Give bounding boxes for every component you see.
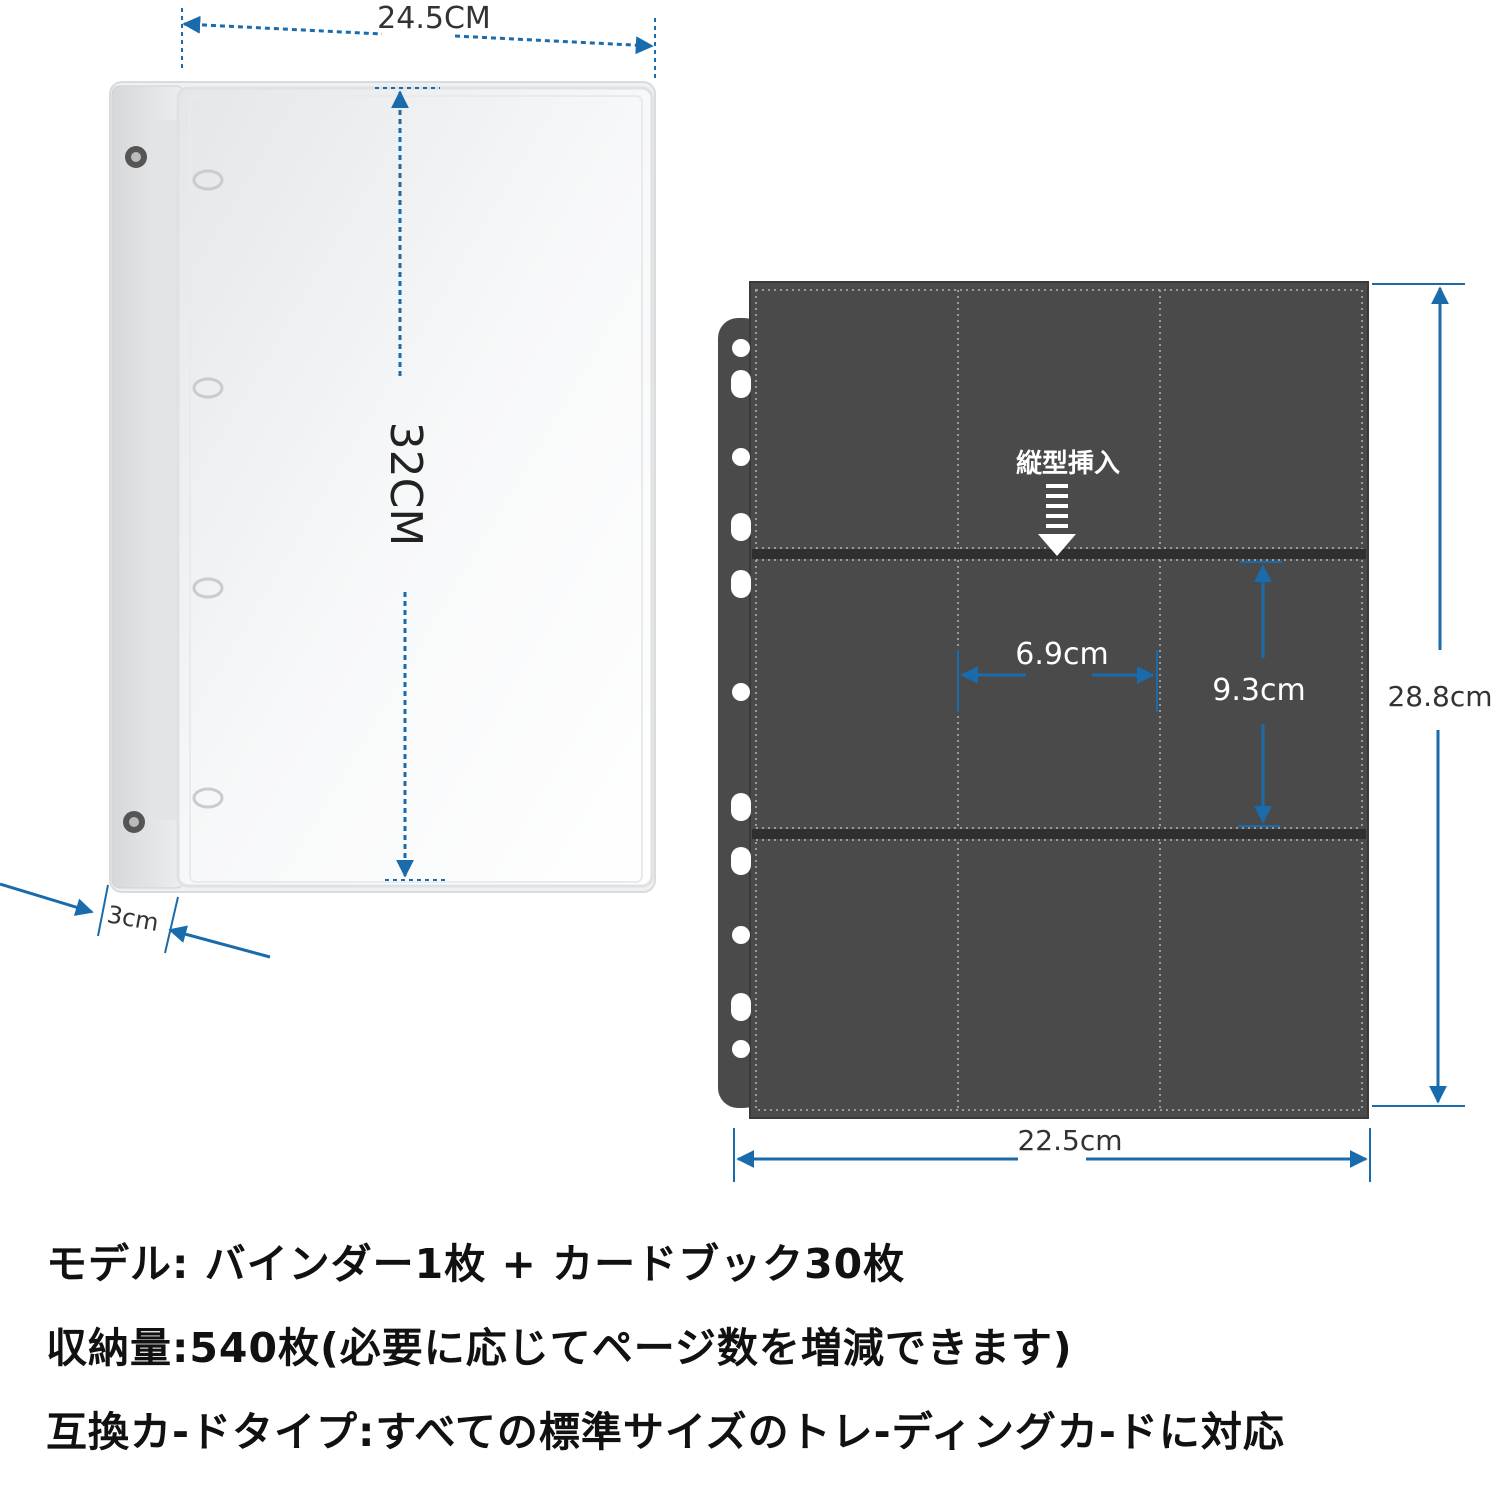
pocket-height-dimension xyxy=(1238,561,1282,827)
row-divider xyxy=(752,829,1366,839)
binder-rings xyxy=(192,169,224,809)
sheet-height-dimension xyxy=(1372,283,1465,1107)
binder-screw-top xyxy=(125,146,147,168)
sheet-width-label: 22.5cm xyxy=(1017,1124,1122,1157)
product-illustration: 24.5CM 32CM 3cm xyxy=(0,1,1493,1182)
insert-direction-label: 縦型挿入 xyxy=(1016,449,1120,479)
binder-depth-label: 3cm xyxy=(105,900,161,937)
binder-screw-bottom xyxy=(123,811,145,833)
binder-height-dimension xyxy=(375,87,445,881)
spec-capacity: 収納量:540枚(必要に応じてページ数を増減できます) xyxy=(46,1324,1073,1372)
insert-arrow-icon xyxy=(1038,484,1076,556)
binder xyxy=(109,81,656,893)
card-sheet xyxy=(718,281,1369,1119)
sheet-binding-holes xyxy=(731,339,751,1058)
pocket-width-label: 6.9cm xyxy=(1015,637,1108,672)
spec-model: モデル: バインダー1枚 + カードブック30枚 xyxy=(46,1240,906,1288)
binder-height-label: 32CM xyxy=(380,422,431,547)
pocket-height-label: 9.3cm xyxy=(1212,673,1305,708)
binder-width-label: 24.5CM xyxy=(377,1,491,36)
sheet-height-label: 28.8cm xyxy=(1387,680,1492,713)
row-divider xyxy=(752,549,1366,559)
sheet-width-dimension xyxy=(733,1128,1371,1182)
binder-depth-dimension xyxy=(0,882,271,959)
pocket-width-dimension xyxy=(957,650,1158,712)
spec-compatible-card-type: 互換カ-ドタイプ:すべての標準サイズのトレ-ディングカ-ドに対応 xyxy=(46,1408,1285,1456)
binder-width-dimension xyxy=(181,8,656,82)
